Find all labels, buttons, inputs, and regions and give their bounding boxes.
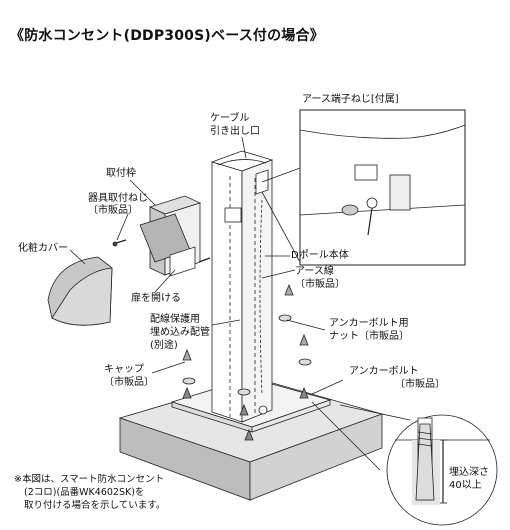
label-conduit-1: 配線保護用	[150, 314, 200, 325]
footnote: ※本図は、スマート防水コンセント (2コロ)(品番WK4602SK)を 取り付け…	[14, 473, 165, 512]
anchor-bolts	[182, 283, 312, 441]
label-embed-depth-2: 40以上	[449, 480, 482, 491]
label-anchor-bolt-1: アンカーボルト	[349, 366, 419, 377]
footnote-line-2: (2コロ)(品番WK4602SK)を	[24, 487, 145, 498]
label-cable-outlet-2: 引き出し口	[210, 126, 260, 137]
label-open-door: 扉を開ける	[131, 293, 181, 304]
label-conduit-3: (別途)	[150, 340, 178, 351]
label-embed-depth-1: 埋込深さ	[449, 467, 489, 478]
label-conduit-2: 埋め込み配管	[150, 327, 210, 338]
fixture-screw	[112, 239, 211, 263]
label-cap-2: 〔市販品〕	[104, 377, 154, 388]
label-anchor-nut-2: ナット〔市販品〕	[329, 331, 409, 342]
label-pole-body: Dポール本体	[291, 250, 349, 261]
footnote-line-1: ※本図は、スマート防水コンセント	[14, 474, 165, 485]
earth-terminal-detail	[261, 109, 466, 266]
mount-frame	[139, 195, 202, 277]
earth-wire	[259, 199, 263, 396]
label-earth-screw: アース端子ねじ[付属]	[302, 94, 399, 105]
label-cap-1: キャップ	[104, 364, 144, 375]
footnote-line-3: 取り付ける場合を示しています。	[24, 500, 166, 511]
page-title: 《防水コンセント(DDP300S)ベース付の場合》	[10, 28, 324, 44]
cable-outlet	[217, 159, 267, 166]
label-anchor-nut-1: アンカーボルト用	[329, 318, 409, 329]
label-fixture-screw-2: 〔市販品〕	[88, 205, 138, 216]
anchor-bolt-detail	[311, 401, 498, 526]
label-cable-outlet-1: ケーブル	[210, 113, 250, 124]
cosmetic-cover	[47, 256, 113, 326]
label-anchor-bolt-2: 〔市販品〕	[395, 379, 445, 390]
leader-lines	[69, 136, 344, 396]
label-mount-frame: 取付枠	[106, 168, 136, 179]
label-earth-wire-1: アース線	[295, 266, 334, 277]
pole-body	[210, 150, 274, 423]
label-earth-wire-2: 〔市販品〕	[295, 279, 345, 290]
label-cover: 化粧カバー	[18, 243, 68, 254]
label-fixture-screw-1: 器具取付ねじ	[88, 193, 148, 204]
